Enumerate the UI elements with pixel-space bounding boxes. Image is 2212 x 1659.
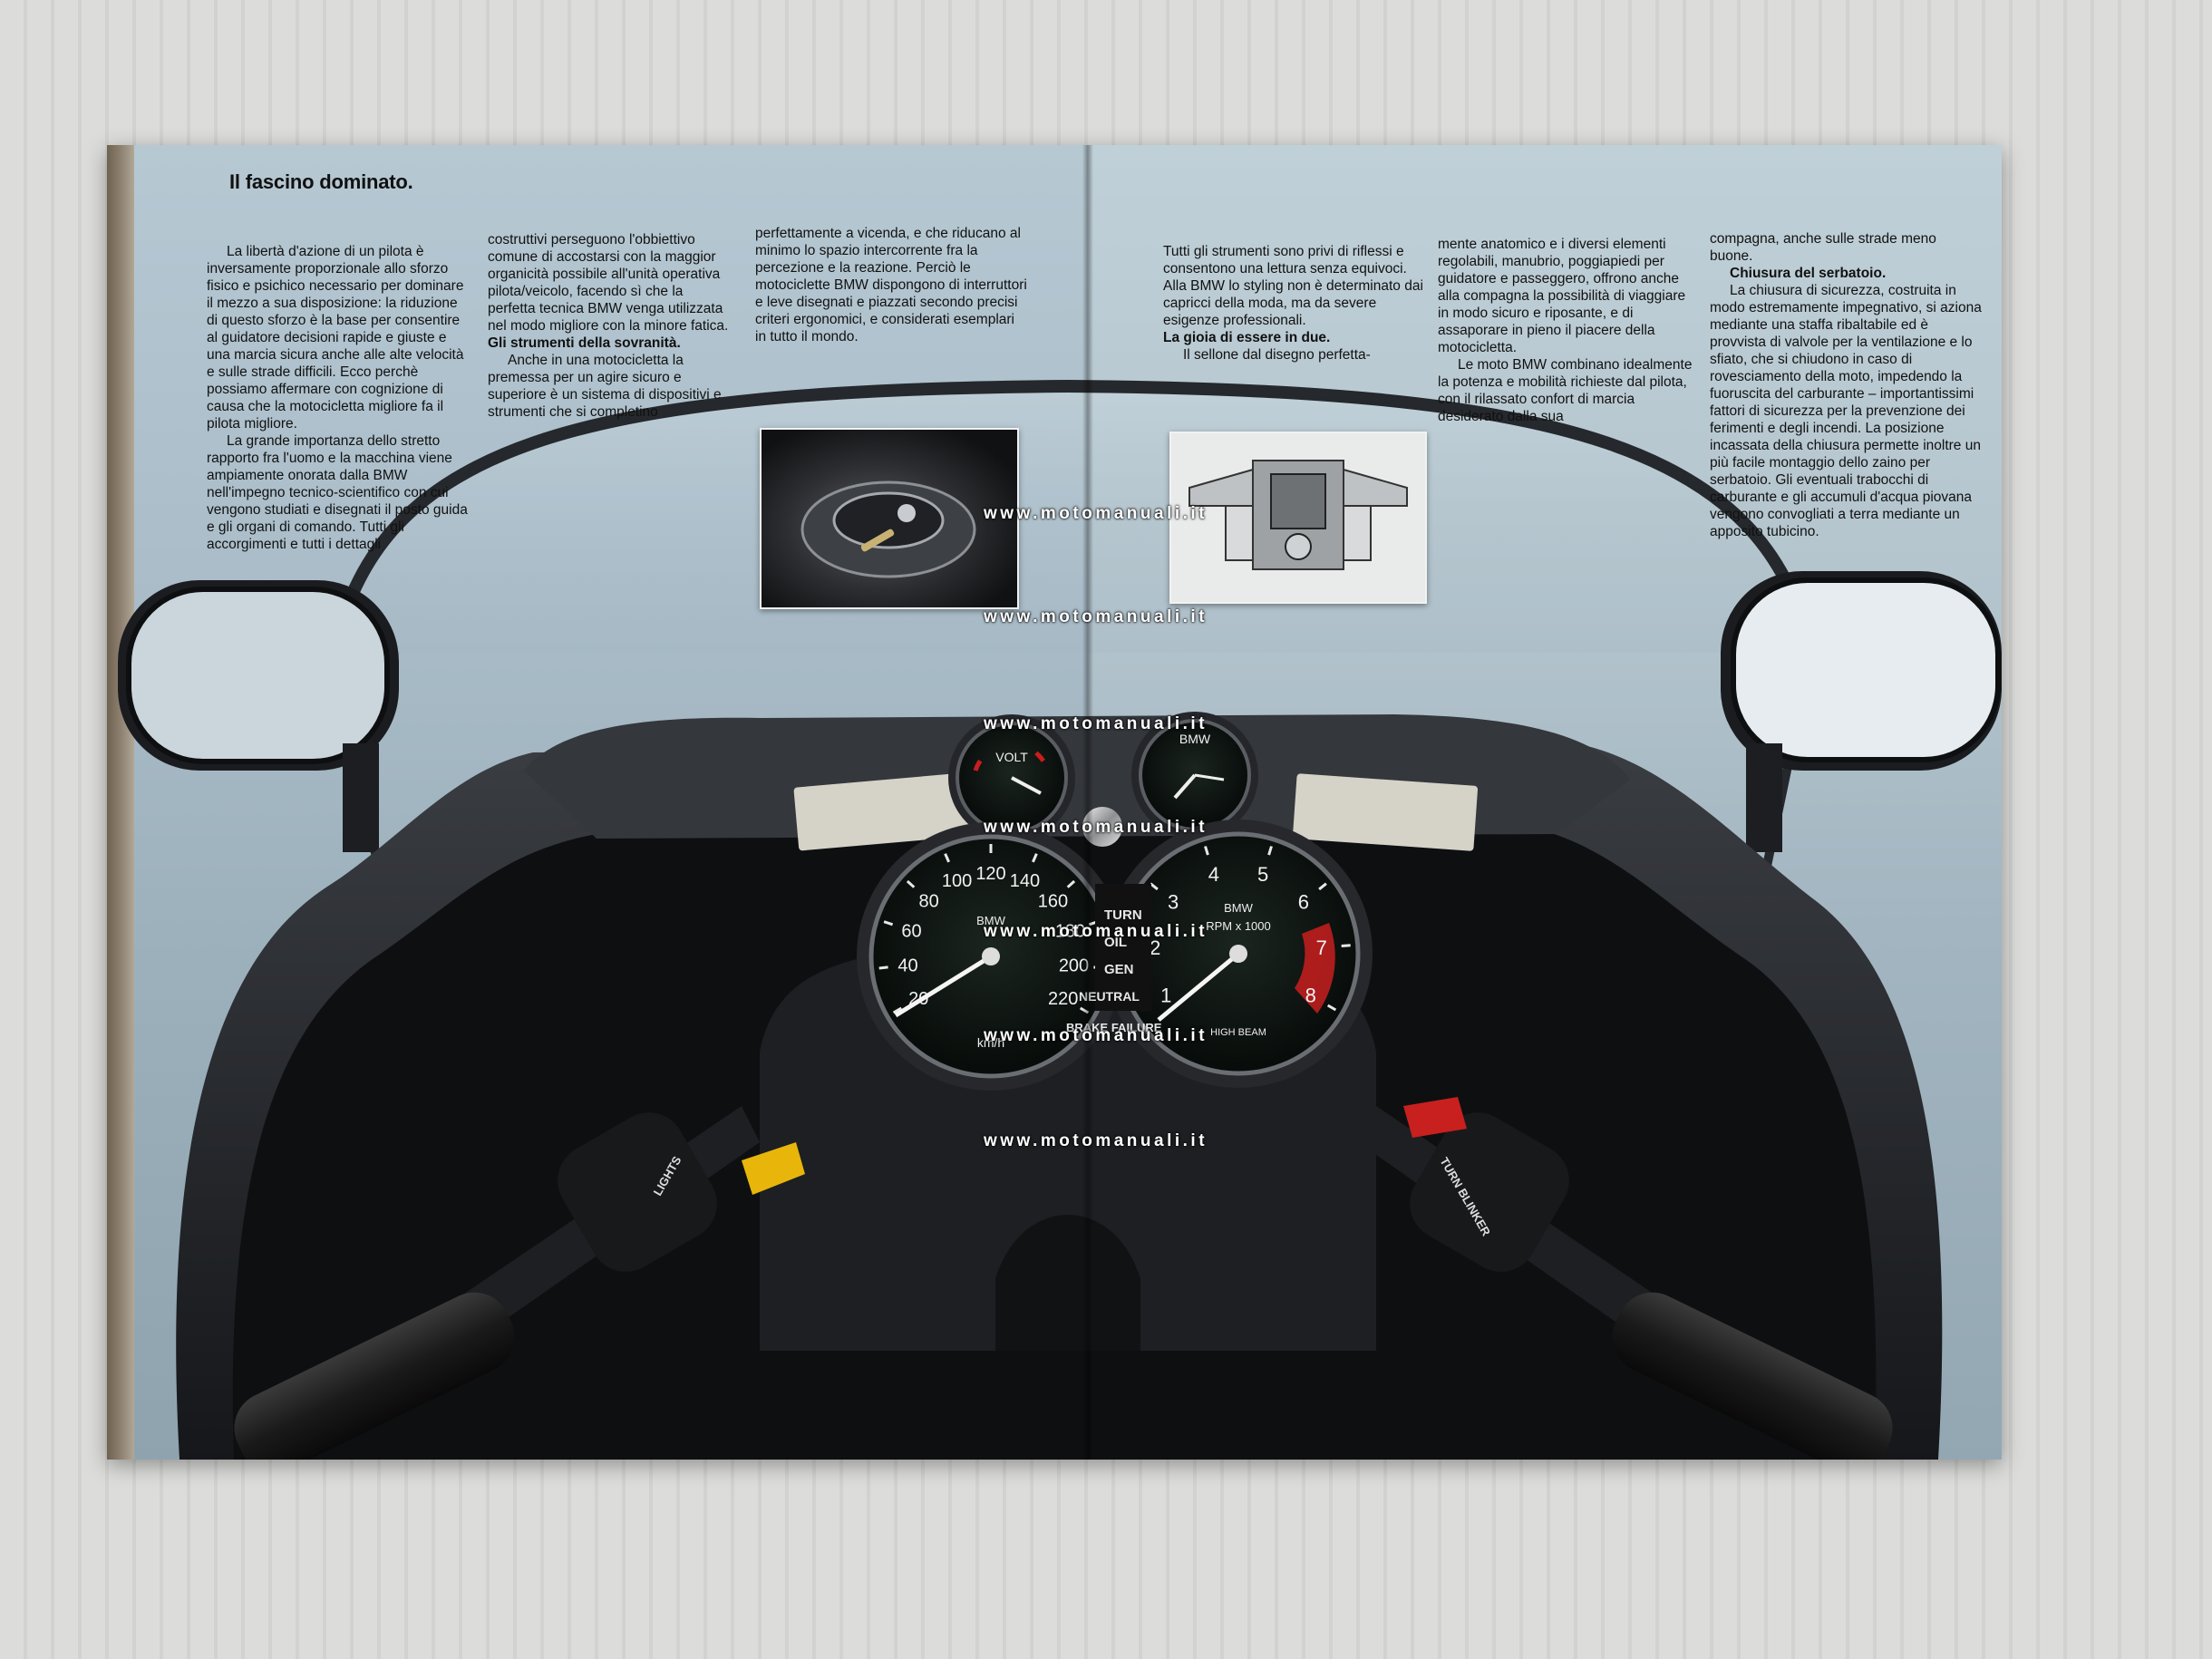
speedo-tick-140: 140 (1010, 871, 1040, 891)
motorcycle-cockpit-photo: VOLT BMW 20406080100120140160180200220 k… (118, 379, 2002, 1460)
warning-oil-label: OIL (1104, 935, 1127, 950)
column-3-paragraph-1: perfettamente a vicenda, e che riducano … (755, 226, 1027, 344)
text-column-4: Tutti gli strumenti sono privi di rifles… (1163, 243, 1426, 364)
text-column-5: mente anatomico e i diversi elementi reg… (1438, 236, 1696, 425)
speedo-tick-100: 100 (942, 871, 972, 891)
heading-gioia: La gioia di essere in due. (1163, 330, 1331, 345)
page-title: Il fascino dominato. (229, 170, 413, 193)
speedo-tick-mark (883, 920, 894, 927)
warning-neutral-label: NEUTRAL (1079, 989, 1140, 1004)
left-lever-yellow (742, 1142, 805, 1195)
tacho-tick-mark (1267, 846, 1273, 856)
high-beam-label: HIGH BEAM (1210, 1027, 1266, 1038)
speedometer: 20406080100120140160180200220 km/h BMW (857, 822, 1125, 1091)
cap-cross-section-icon (1188, 460, 1408, 570)
speedo-tick-mark (1032, 853, 1038, 863)
right-mirror (1721, 571, 2002, 852)
right-handlebar: TURN BLINKER (1358, 1097, 1893, 1460)
column-1-paragraph-1: La libertà d'azione di un pilota è inver… (207, 244, 464, 432)
column-2-paragraph-1: costruttivi perseguono l'obbiettivo comu… (488, 232, 729, 334)
speedo-tick-mark (878, 965, 888, 970)
speedo-tick-200: 200 (1059, 956, 1089, 976)
heading-strumenti: Gli strumenti della sovranità. (488, 335, 681, 351)
speedo-tick-mark (1066, 879, 1076, 888)
volt-unit-label: VOLT (995, 750, 1028, 764)
column-6-paragraph-1: compagna, anche sulle strade meno buone. (1710, 231, 1936, 264)
fuel-cap-photo (760, 428, 1019, 609)
tacho-tick-7: 7 (1316, 936, 1327, 959)
column-5-paragraph-1: mente anatomico e i diversi elementi reg… (1438, 237, 1686, 355)
speedo-unit-label: km/h (977, 1035, 1004, 1050)
tacho-tick-mark (1318, 882, 1327, 891)
brochure-spread: VOLT BMW 20406080100120140160180200220 k… (107, 145, 2002, 1460)
fuel-cap-icon (800, 480, 976, 578)
tacho-unit-label: RPM x 1000 (1206, 919, 1271, 933)
tacho-tick-6: 6 (1298, 890, 1309, 913)
column-6-paragraph-2: La chiusura di sicurezza, costruita in m… (1710, 283, 1982, 539)
tacho-brand-label: BMW (1224, 901, 1254, 915)
speedo-tick-60: 60 (901, 922, 921, 942)
clock-gauge: BMW (1131, 712, 1258, 839)
tacho-tick-mark (1150, 882, 1159, 891)
text-column-6: compagna, anche sulle strade meno buone.… (1710, 230, 1982, 540)
warning-brake-label: BRAKE FAILURE (1066, 1021, 1162, 1034)
voltmeter-gauge: VOLT (948, 714, 1075, 841)
page-edge (107, 145, 134, 1460)
column-2-paragraph-2: Anche in una motocicletta la premessa pe… (488, 353, 722, 420)
warning-lights: TURN OIL GEN NEUTRAL BRAKE FAILURE (1066, 884, 1162, 1034)
watermark-5: www.motomanuali.it (984, 922, 1208, 941)
speedo-tick-180: 180 (1055, 922, 1085, 942)
ignition-lock (1082, 807, 1122, 847)
speedo-tick-mark (944, 853, 950, 863)
tacho-tick-3: 3 (1168, 890, 1179, 913)
watermark-4: www.motomanuali.it (984, 818, 1208, 837)
speedometer-ticks: 20406080100120140160180200220 (878, 844, 1103, 1014)
watermark-1: www.motomanuali.it (984, 504, 1208, 523)
watermark-7: www.motomanuali.it (984, 1131, 1208, 1150)
page-spine (1082, 145, 1093, 1460)
speedo-tick-220: 220 (1048, 989, 1078, 1009)
speedo-brand-label: BMW (976, 914, 1006, 927)
watermark-6: www.motomanuali.it (984, 1026, 1208, 1045)
speedo-tick-80: 80 (918, 891, 938, 911)
tacho-tick-mark (1204, 846, 1209, 856)
speedo-tick-mark (906, 879, 916, 888)
right-lever-red (1403, 1097, 1467, 1138)
column-1-paragraph-2: La grande importanza dello stretto rappo… (207, 433, 468, 552)
text-column-2: costruttivi perseguono l'obbiettivo comu… (488, 231, 732, 421)
tacho-tick-1: 1 (1160, 985, 1171, 1007)
tacho-tick-mark (1326, 1004, 1337, 1012)
heading-chiusura: Chiusura del serbatoio. (1730, 266, 1887, 281)
tacho-tick-8: 8 (1305, 985, 1316, 1007)
text-column-1: La libertà d'azione di un pilota è inver… (207, 243, 470, 553)
tacho-tick-2: 2 (1150, 936, 1160, 959)
speedo-tick-160: 160 (1038, 891, 1068, 911)
warning-gen-label: GEN (1104, 962, 1134, 977)
left-mirror (118, 580, 399, 852)
text-column-3: perfettamente a vicenda, e che riducano … (755, 225, 1027, 345)
speedo-tick-40: 40 (897, 956, 917, 976)
tacho-tick-4: 4 (1208, 863, 1219, 886)
watermark-2: www.motomanuali.it (984, 607, 1208, 626)
column-5-paragraph-2: Le moto BMW combinano idealmente la pote… (1438, 357, 1693, 424)
left-handlebar: LIGHTS (234, 1106, 805, 1460)
clock-brand-label: BMW (1179, 732, 1211, 746)
speedo-tick-mark (1079, 1006, 1090, 1014)
speedo-tick-120: 120 (975, 864, 1005, 884)
column-4-paragraph-2: Il sellone dal disegno perfetta- (1183, 347, 1371, 363)
speedo-tick-mark (892, 1006, 903, 1014)
warning-turn-label: TURN (1104, 907, 1142, 923)
watermark-3: www.motomanuali.it (984, 714, 1208, 733)
column-4-paragraph-1: Tutti gli strumenti sono privi di rifles… (1163, 244, 1423, 328)
tacho-tick-5: 5 (1257, 863, 1268, 886)
fuel-cap-diagram (1169, 432, 1427, 604)
